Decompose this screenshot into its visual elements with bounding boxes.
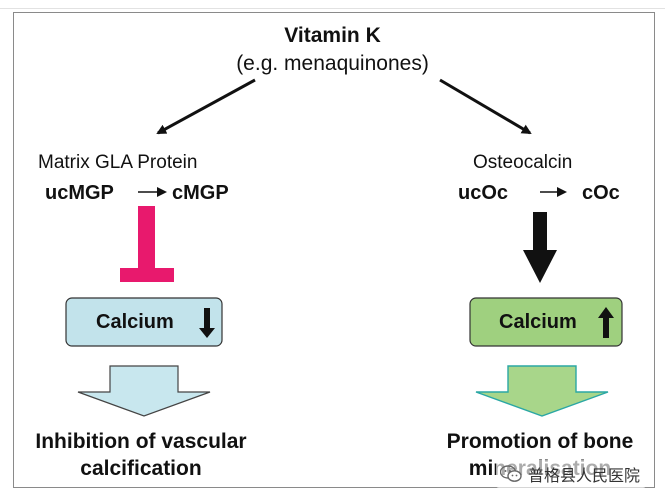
left-to-form: cMGP	[172, 182, 229, 204]
top-strip	[0, 0, 665, 9]
left-protein-name: Matrix GLA Protein	[38, 152, 198, 173]
outcome-arrow-right	[475, 365, 609, 417]
left-outcome: Inhibition of vascular calcification	[0, 428, 282, 482]
watermark: 普格县人民医院	[496, 460, 647, 488]
arrow-to-osteocalcin	[439, 78, 532, 135]
right-to-form: cOc	[582, 182, 620, 204]
inhibition-bar	[120, 206, 174, 282]
outcome-arrow-left	[77, 365, 211, 417]
calcium-box-left	[65, 297, 223, 347]
left-from-form: ucMGP	[45, 182, 114, 204]
right-protein-name: Osteocalcin	[473, 152, 573, 173]
left-outcome-line2: calcification	[80, 457, 202, 480]
diagram-title: Vitamin K	[284, 24, 381, 47]
watermark-text: 普格县人民医院	[528, 468, 641, 485]
calcium-box-right	[469, 297, 623, 347]
calcium-label-right: Calcium	[499, 311, 577, 333]
arrow-down-icon	[199, 308, 215, 338]
right-from-form: ucOc	[458, 182, 509, 204]
diagram-subtitle: (e.g. menaquinones)	[236, 52, 429, 75]
arrow-to-mgp	[156, 78, 256, 135]
calcium-label-left: Calcium	[96, 311, 174, 333]
left-outcome-line1: Inhibition of vascular	[35, 430, 247, 453]
arrow-up-icon	[598, 307, 614, 338]
activation-arrow	[523, 212, 557, 283]
right-outcome-line1: Promotion of bone	[446, 430, 634, 453]
wechat-icon	[500, 465, 522, 482]
diagram-frame	[13, 12, 655, 488]
